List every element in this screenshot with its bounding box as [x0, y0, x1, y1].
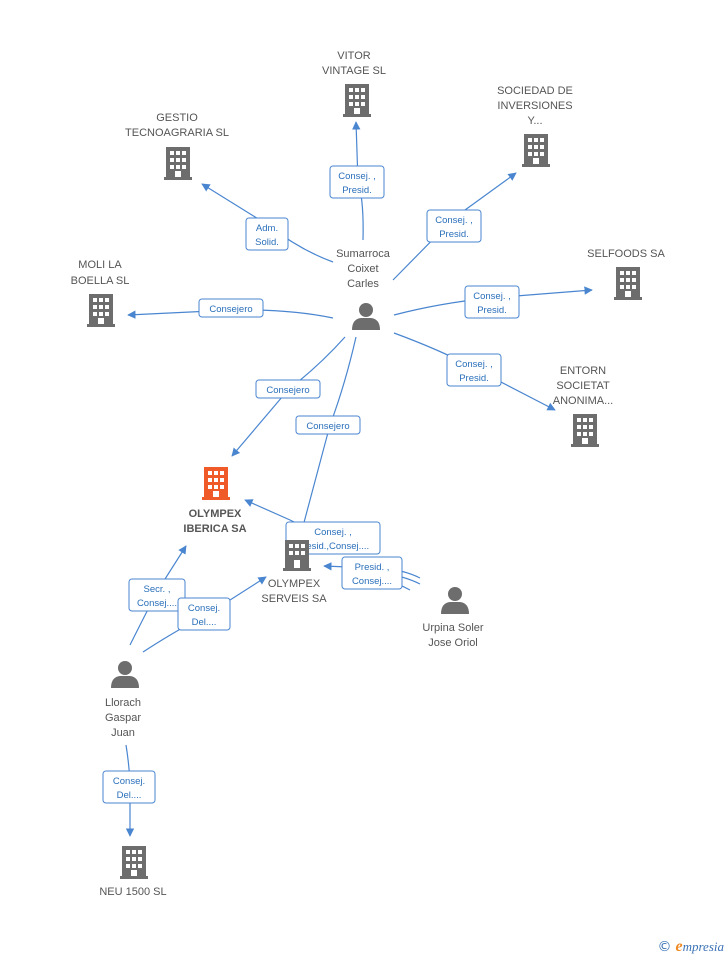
svg-text:Y...: Y... — [527, 115, 542, 127]
svg-text:VITOR: VITOR — [337, 50, 370, 62]
node-sociedad[interactable]: SOCIEDAD DE INVERSIONES Y... — [497, 85, 573, 167]
svg-text:Jose Oriol: Jose Oriol — [428, 637, 478, 649]
node-vitor[interactable]: VITOR VINTAGE SL — [322, 50, 386, 117]
edge-label-e6[interactable]: Consej. , Presid. — [446, 353, 502, 387]
svg-text:MOLI LA: MOLI LA — [78, 259, 122, 271]
svg-text:Consej. ,: Consej. , — [435, 215, 473, 226]
person-icon — [352, 303, 380, 330]
node-selfoods[interactable]: SELFOODS SA — [587, 248, 665, 300]
edge-label-e9[interactable]: Consej. , Presid.,Consej.... — [285, 521, 381, 555]
svg-text:Solid.: Solid. — [255, 237, 279, 248]
edges-layer — [125, 121, 593, 837]
node-entorn[interactable]: ENTORN SOCIETAT ANONIMA... — [553, 365, 614, 447]
svg-text:Juan: Juan — [111, 727, 135, 739]
svg-text:SOCIEDAD DE: SOCIEDAD DE — [497, 85, 573, 97]
svg-text:Consej. ,: Consej. , — [455, 359, 493, 370]
building-icon — [614, 267, 642, 300]
svg-text:Consej....: Consej.... — [137, 598, 177, 609]
svg-text:Consej. ,: Consej. , — [338, 171, 376, 182]
node-urpina[interactable]: Urpina Soler Jose Oriol — [422, 587, 484, 649]
building-icon — [202, 467, 230, 500]
edge-label-e2[interactable]: Adm. Solid. — [245, 217, 289, 251]
svg-text:Del....: Del.... — [192, 617, 217, 628]
copyright-icon: © — [657, 939, 672, 955]
svg-text:Secr. ,: Secr. , — [144, 584, 171, 595]
svg-text:TECNOAGRARIA SL: TECNOAGRARIA SL — [125, 127, 229, 139]
edge-label-e8[interactable]: Consejero — [295, 415, 361, 435]
svg-text:GESTIO: GESTIO — [156, 112, 198, 124]
svg-text:ENTORN: ENTORN — [560, 365, 606, 377]
svg-text:Consejero: Consejero — [306, 421, 349, 432]
svg-text:OLYMPEX: OLYMPEX — [189, 508, 242, 520]
person-icon — [111, 661, 139, 688]
svg-text:Consej.: Consej. — [188, 603, 220, 614]
node-gestio[interactable]: GESTIO TECNOAGRARIA SL — [125, 112, 229, 180]
brand-footer: ©empresia — [657, 938, 724, 956]
building-icon — [522, 134, 550, 167]
building-icon — [87, 294, 115, 327]
node-llorach[interactable]: Llorach Gaspar Juan — [105, 661, 141, 739]
building-icon — [571, 414, 599, 447]
svg-text:Consej.: Consej. — [113, 776, 145, 787]
svg-text:ANONIMA...: ANONIMA... — [553, 395, 614, 407]
svg-text:INVERSIONES: INVERSIONES — [497, 100, 572, 112]
svg-text:Presid. ,: Presid. , — [355, 562, 390, 573]
svg-text:Consejero: Consejero — [209, 304, 252, 315]
edge-label-e13[interactable]: Consej. Del.... — [102, 770, 156, 804]
svg-text:BOELLA SL: BOELLA SL — [71, 275, 130, 287]
edge-label-e12[interactable]: Consej. Del.... — [177, 597, 231, 631]
person-icon — [441, 587, 469, 614]
node-neu[interactable]: NEU 1500 SL — [99, 846, 167, 898]
building-icon — [120, 846, 148, 879]
node-olympex-serveis[interactable]: OLYMPEX SERVEIS SA — [261, 540, 327, 605]
edge-label-e5[interactable]: Consej. , Presid. — [464, 285, 520, 319]
svg-text:NEU 1500 SL: NEU 1500 SL — [99, 886, 166, 898]
svg-text:SERVEIS SA: SERVEIS SA — [261, 593, 327, 605]
svg-text:Carles: Carles — [347, 278, 379, 290]
building-icon — [164, 147, 192, 180]
edge-labels-layer: Consej. , Presid. Adm. Solid. Consej. , … — [102, 165, 520, 804]
svg-text:Presid.: Presid. — [477, 305, 507, 316]
node-sumarroca[interactable]: Sumarroca Coixet Carles — [336, 248, 391, 330]
node-moli[interactable]: MOLI LA BOELLA SL — [71, 259, 130, 327]
svg-text:Del....: Del.... — [117, 790, 142, 801]
svg-text:Coixet: Coixet — [347, 263, 378, 275]
edge-label-e4[interactable]: Consejero — [198, 298, 264, 318]
svg-text:Presid.: Presid. — [459, 373, 489, 384]
svg-text:SELFOODS SA: SELFOODS SA — [587, 248, 665, 260]
brand-name: mpresia — [682, 939, 724, 954]
svg-text:Urpina Soler: Urpina Soler — [422, 622, 483, 634]
brand-initial: e — [675, 938, 683, 955]
svg-text:Consej....: Consej.... — [352, 576, 392, 587]
svg-text:Adm.: Adm. — [256, 223, 278, 234]
svg-text:Consej. ,: Consej. , — [314, 527, 352, 538]
edge-label-e1[interactable]: Consej. , Presid. — [329, 165, 385, 199]
edge-label-e11[interactable]: Secr. , Consej.... — [128, 578, 186, 612]
svg-text:Sumarroca: Sumarroca — [336, 248, 391, 260]
svg-text:Presid.: Presid. — [439, 229, 469, 240]
svg-text:Consejero: Consejero — [266, 385, 309, 396]
svg-text:Presid.: Presid. — [342, 185, 372, 196]
edge-label-e3[interactable]: Consej. , Presid. — [426, 209, 482, 243]
svg-text:VINTAGE SL: VINTAGE SL — [322, 65, 386, 77]
node-olympex-iberica[interactable]: OLYMPEX IBERICA SA — [183, 467, 247, 535]
nodes-layer: VITOR VINTAGE SL GESTIO TECNOAGRARIA SL … — [71, 50, 666, 898]
svg-text:Consej. ,: Consej. , — [473, 291, 511, 302]
edge-label-e10[interactable]: Presid. , Consej.... — [341, 556, 403, 590]
building-icon — [343, 84, 371, 117]
building-icon — [283, 540, 311, 571]
svg-text:Gaspar: Gaspar — [105, 712, 141, 724]
svg-text:SOCIETAT: SOCIETAT — [556, 380, 610, 392]
svg-text:OLYMPEX: OLYMPEX — [268, 578, 321, 590]
svg-text:Llorach: Llorach — [105, 697, 141, 709]
svg-text:IBERICA SA: IBERICA SA — [183, 523, 246, 535]
edge-label-e7[interactable]: Consejero — [255, 379, 321, 399]
svg-text:Presid.,Consej....: Presid.,Consej.... — [297, 541, 369, 552]
